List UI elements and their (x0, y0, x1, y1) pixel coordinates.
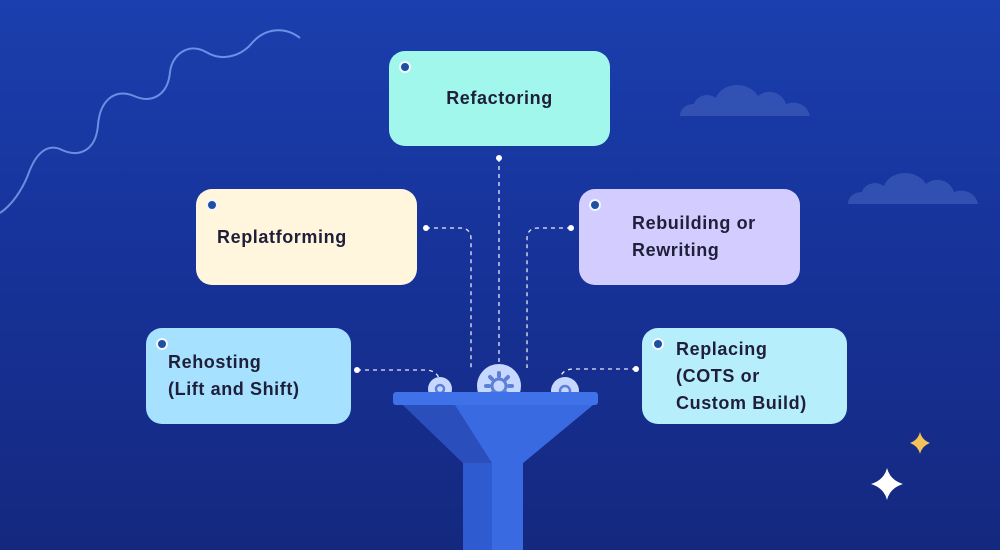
bullet-dot (399, 61, 411, 73)
strategy-card-replatforming: Replatforming (196, 189, 417, 285)
strategy-card-rehosting: Rehosting (Lift and Shift) (146, 328, 351, 424)
connector-replacing (559, 368, 636, 381)
strategy-label-replacing: Replacing (COTS or Custom Build) (676, 338, 807, 413)
cloud-icon (848, 172, 978, 204)
strategy-label-rebuilding: Rebuilding or Rewriting (632, 213, 756, 260)
sparkle-icon (910, 432, 930, 454)
bullet-dot (652, 338, 664, 350)
funnel-icon (393, 392, 598, 550)
connector-rehosting (357, 369, 441, 383)
connector-replatforming (426, 227, 472, 368)
connector-endpoints (354, 155, 639, 373)
cloud-icon (680, 84, 810, 116)
strategy-label-refactoring: Refactoring (446, 88, 553, 108)
bullet-dot (206, 199, 218, 211)
sparkle-icon (871, 468, 903, 500)
connector-lines (357, 158, 636, 383)
connector-rebuilding (526, 227, 571, 368)
strategy-card-replacing: Replacing (COTS or Custom Build) (642, 328, 847, 424)
bullet-dot (156, 338, 168, 350)
wavy-line-decoration (0, 29, 301, 214)
bullet-dot (589, 199, 601, 211)
strategy-label-rehosting: Rehosting (Lift and Shift) (168, 352, 300, 399)
strategy-card-refactoring: Refactoring (389, 51, 610, 146)
strategy-label-replatforming: Replatforming (217, 226, 347, 247)
strategy-card-rebuilding: Rebuilding or Rewriting (579, 189, 800, 285)
